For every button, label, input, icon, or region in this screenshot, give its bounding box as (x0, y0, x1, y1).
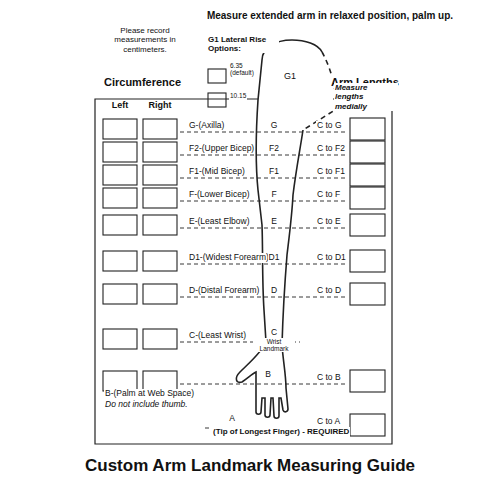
measure-line (180, 384, 346, 385)
option-box (208, 93, 226, 107)
entry-box (103, 371, 137, 391)
entry-box (350, 214, 385, 236)
entry-box (350, 118, 385, 140)
form-label: C to G (316, 121, 343, 131)
g1-rise-line (303, 52, 336, 130)
entry-box (103, 188, 137, 208)
option-box (208, 69, 226, 83)
form-label: F2-(Upper Bicep) (188, 144, 255, 154)
form-label: D-(Distal Forearm) (188, 286, 260, 296)
entry-box (143, 142, 177, 162)
measure-line (180, 155, 346, 156)
form-label: D1-(Widest Forearm) (188, 253, 270, 263)
arm-outline (236, 40, 322, 418)
entry-box (350, 283, 385, 305)
form-label: F1-(Mid Bicep) (188, 167, 246, 177)
entry-box (143, 329, 177, 349)
form-label: C to F1 (316, 167, 346, 177)
entry-box (103, 165, 137, 185)
entry-box (143, 188, 177, 208)
form-label: Measure extended arm in relaxed position… (206, 10, 454, 22)
form-label: Left (111, 100, 130, 110)
form-label: C to B (316, 373, 342, 383)
measure-line (180, 178, 346, 179)
measure-line (180, 228, 346, 229)
entry-box (103, 215, 137, 235)
form-label: B (264, 370, 272, 380)
measure-line (180, 297, 346, 298)
entry-box (143, 119, 177, 139)
form-label: (Tip of Longest Finger) - REQUIRED (212, 427, 350, 436)
form-label: F (270, 190, 277, 200)
entry-box (143, 371, 177, 391)
title: Custom Arm Landmark Measuring Guide (84, 456, 416, 476)
measure-line (180, 132, 346, 133)
entry-box (143, 165, 177, 185)
entry-box (143, 284, 177, 304)
measure-line (180, 201, 346, 202)
entry-box (103, 142, 137, 162)
form-label: 6.35 (default) (229, 62, 259, 77)
form-label: Measure lengths medially (334, 83, 398, 111)
entry-box (350, 187, 385, 209)
form-label: Right (148, 100, 173, 110)
form-label: E-(Least Elbow) (188, 217, 250, 227)
entry-box (350, 250, 385, 272)
entry-box (350, 370, 385, 392)
entry-box (103, 251, 137, 271)
entry-box (103, 119, 137, 139)
form-label: A (228, 414, 236, 424)
entry-box (350, 414, 385, 436)
form-label: G-(Axilla) (188, 121, 225, 131)
form-label: B-(Palm at Web Space) (104, 389, 195, 399)
form-label: G1 Lateral Rise Options: (207, 35, 279, 53)
form-label: Please record measurements in centimeter… (102, 26, 188, 54)
form-label: C (270, 328, 278, 338)
form-label: F-(Lower Bicep) (188, 190, 250, 200)
form-label: Circumference (103, 76, 182, 89)
form-label: F1 (268, 167, 280, 177)
form-label: Wrist Landmark (253, 338, 295, 353)
form-label: G1 (283, 71, 297, 81)
form-label: 10.15 (229, 92, 247, 99)
measure-line (180, 264, 346, 265)
form-label: C to D1 (316, 253, 347, 263)
form-label: C-(Least Wrist) (188, 331, 247, 341)
form-label: E (270, 217, 278, 227)
entry-box (143, 215, 177, 235)
form-label: G (270, 121, 279, 131)
form-label: D1 (268, 253, 281, 263)
entry-box (350, 141, 385, 163)
form-label: C to F (316, 190, 341, 200)
form-label: C to D (316, 286, 342, 296)
form-label: Do not include thumb. (104, 400, 189, 410)
form-label: F2 (268, 144, 280, 154)
entry-box (350, 164, 385, 186)
form-label: C to A (316, 417, 341, 427)
form-label: C to E (316, 217, 342, 227)
entry-box (103, 284, 137, 304)
form-label: C to F2 (316, 144, 346, 154)
entry-box (103, 329, 137, 349)
entry-box (143, 251, 177, 271)
form-label: D (270, 286, 278, 296)
form-frame (95, 99, 392, 444)
